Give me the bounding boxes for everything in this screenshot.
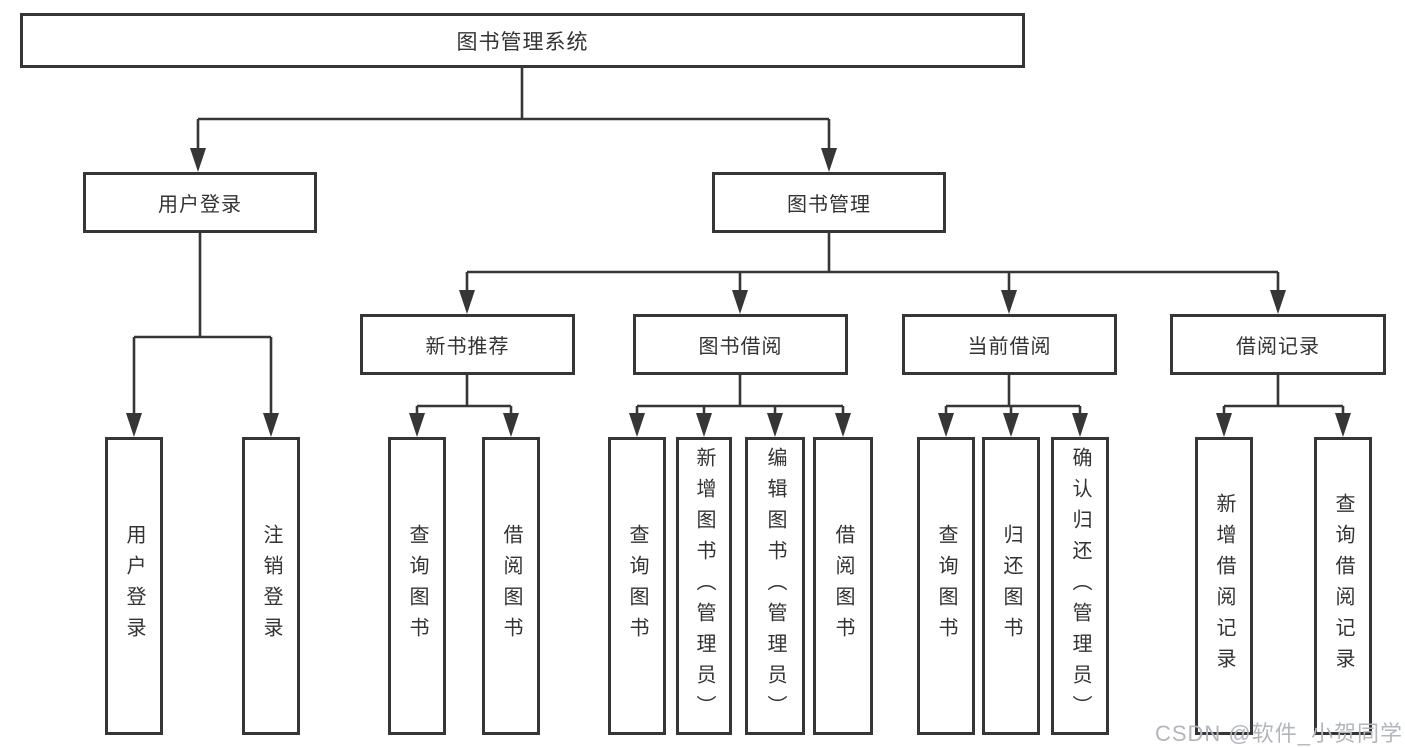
leaf-add-book-admin: 新增图书（管理员） <box>676 437 732 735</box>
leaf-query-books-borrow: 查询图书 <box>608 437 666 735</box>
leaf-query-borrow-record: 查询借阅记录 <box>1314 437 1372 735</box>
leaf-borrow-books: 借阅图书 <box>813 437 873 735</box>
leaf-return-book: 归还图书 <box>982 437 1040 735</box>
node-borrow-records: 借阅记录 <box>1170 314 1386 375</box>
leaf-confirm-return-admin: 确认归还（管理员） <box>1051 437 1109 735</box>
node-book-borrow: 图书借阅 <box>633 314 848 375</box>
leaf-add-borrow-record: 新增借阅记录 <box>1195 437 1253 735</box>
node-new-book-recommend: 新书推荐 <box>360 314 575 375</box>
leaf-logout: 注销登录 <box>242 437 300 735</box>
leaf-user-login: 用户登录 <box>105 437 163 735</box>
leaf-query-books-recommend: 查询图书 <box>388 437 446 735</box>
node-user-login: 用户登录 <box>83 172 317 233</box>
node-root-library-system: 图书管理系统 <box>20 13 1025 68</box>
node-book-management: 图书管理 <box>712 172 946 233</box>
leaf-query-books-current: 查询图书 <box>917 437 975 735</box>
leaf-edit-book-admin: 编辑图书（管理员） <box>745 437 805 735</box>
node-current-borrow: 当前借阅 <box>902 314 1117 375</box>
arrowheads <box>126 148 1351 437</box>
leaf-borrow-books-recommend: 借阅图书 <box>482 437 540 735</box>
csdn-watermark: CSDN @软件_小贺同学 <box>1154 721 1403 746</box>
